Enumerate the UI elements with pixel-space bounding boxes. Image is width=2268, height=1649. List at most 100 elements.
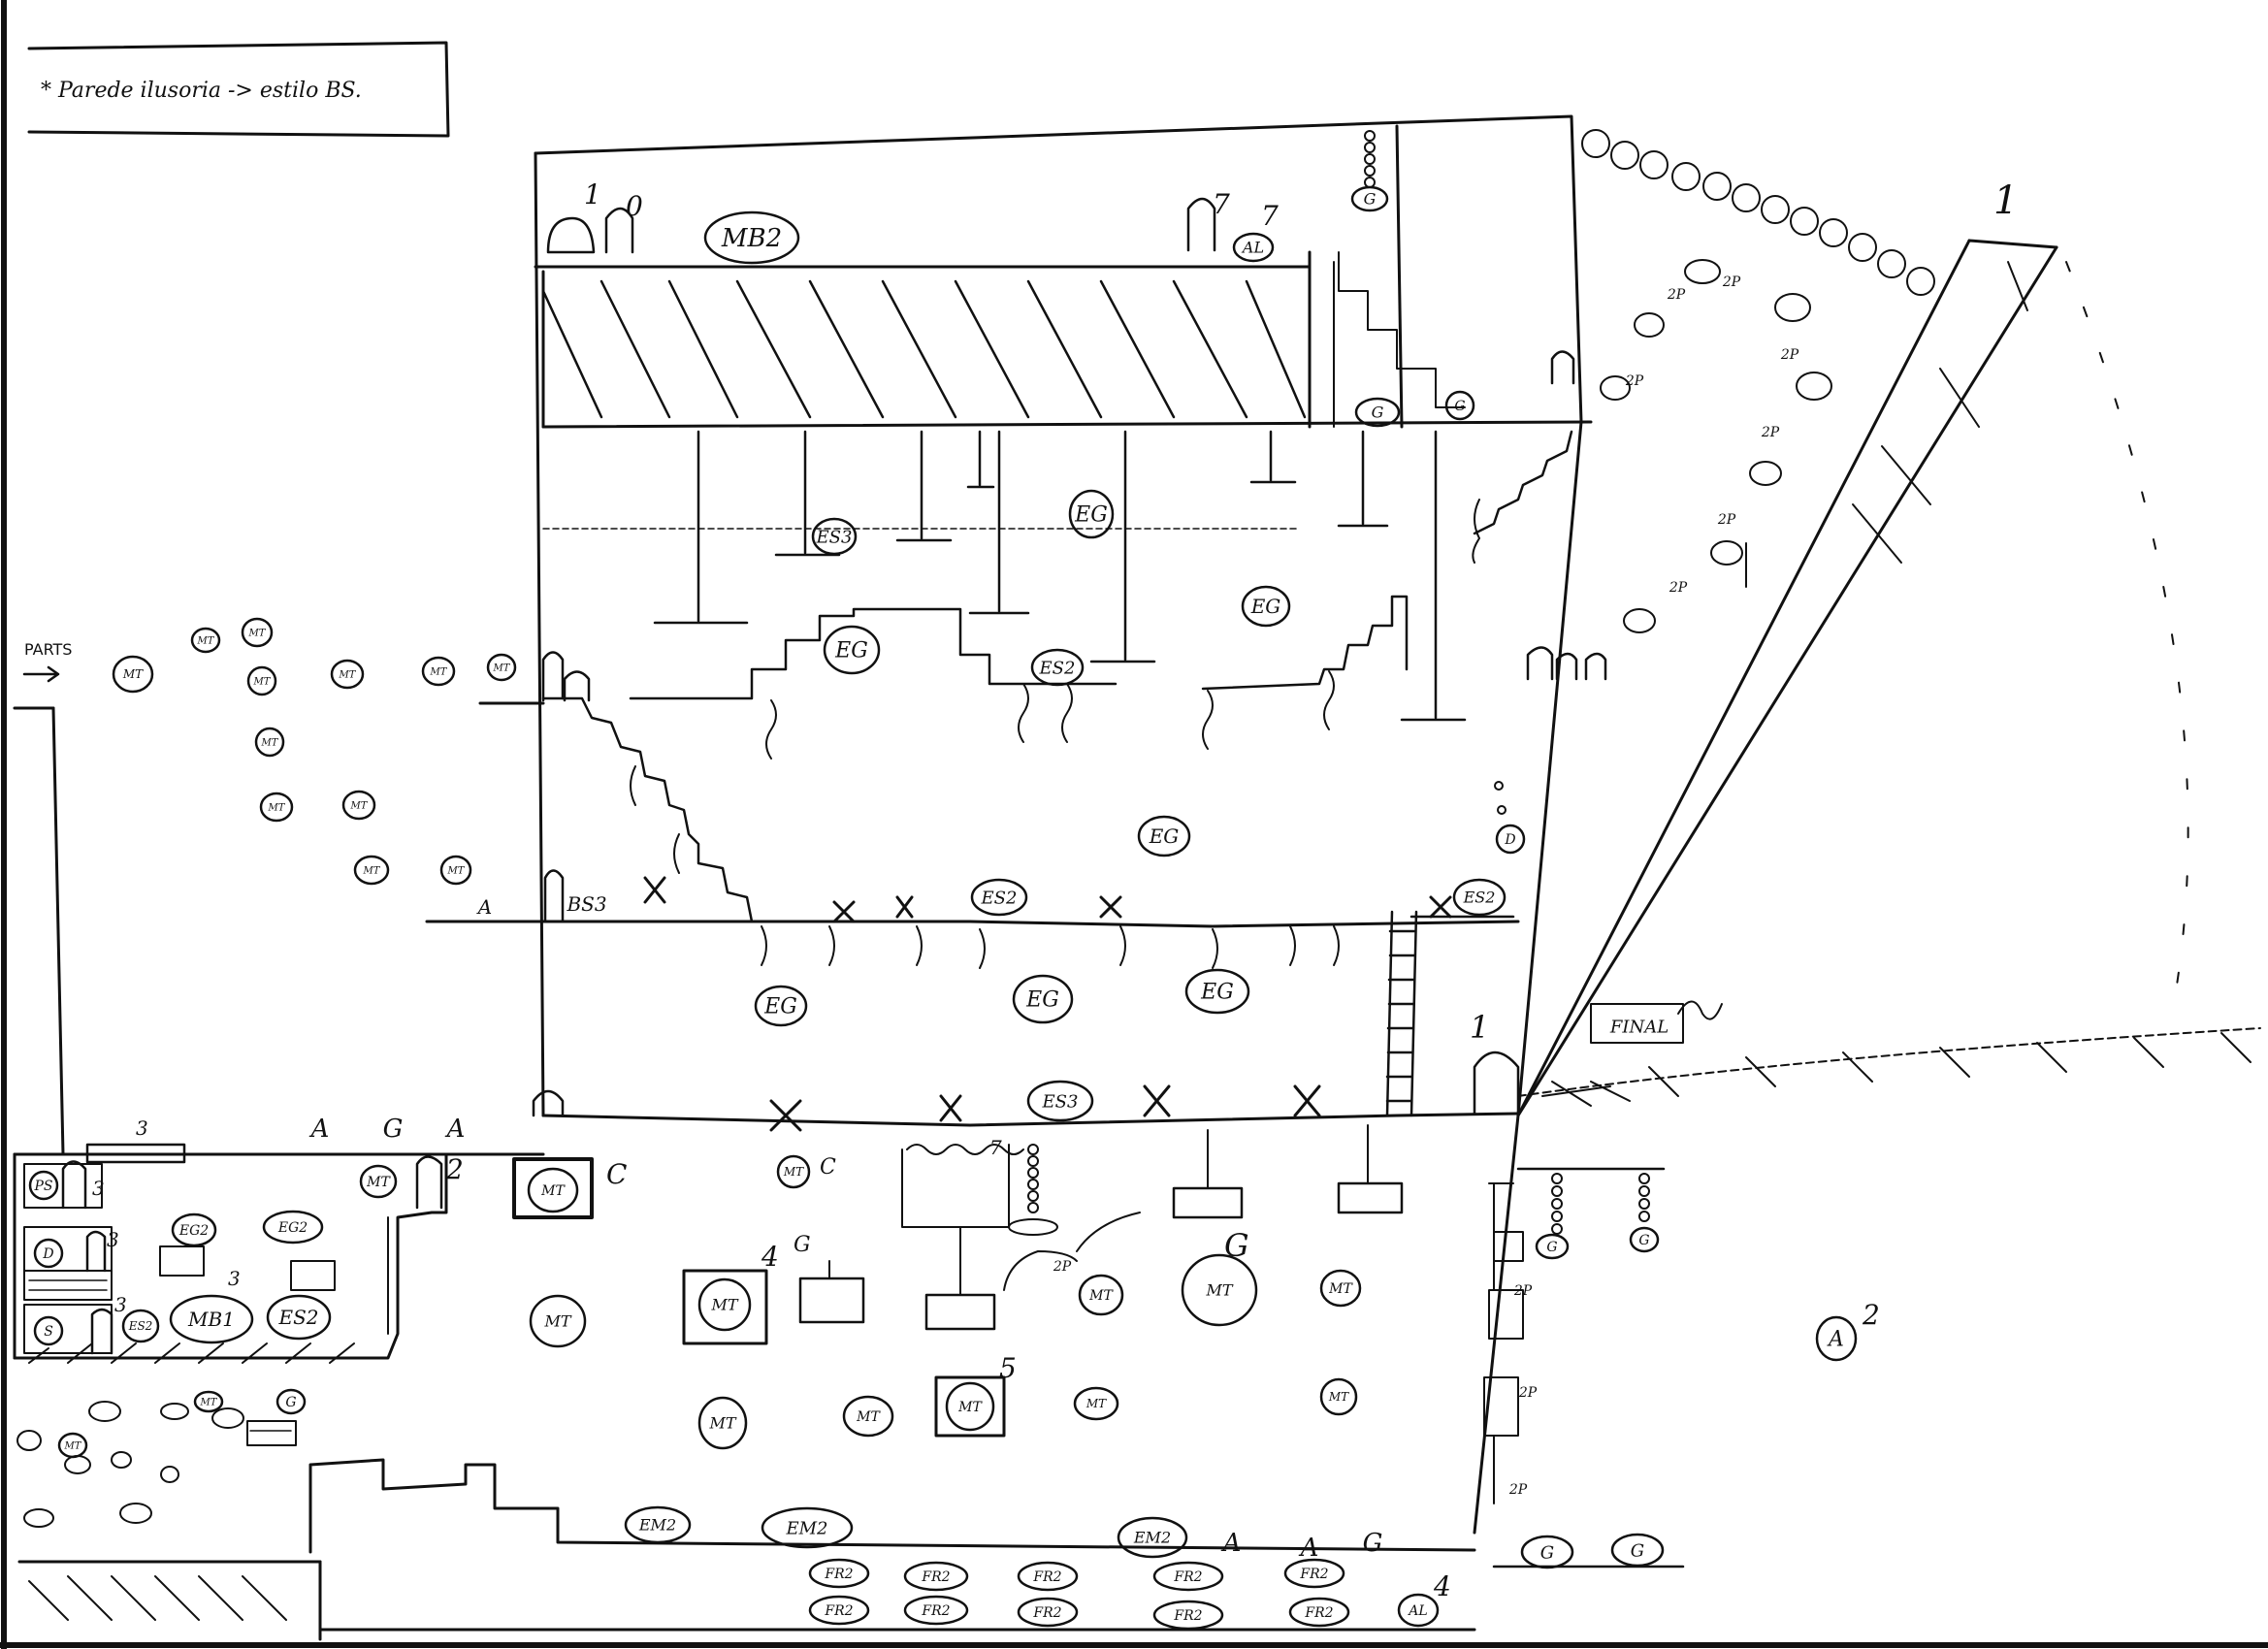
label-text: G	[1546, 1240, 1557, 1255]
map-label-a: A	[1817, 1317, 1856, 1360]
number-label: 3	[136, 1116, 148, 1140]
map-label-mt: MT	[256, 728, 283, 756]
number-label: 7	[989, 1136, 1002, 1159]
label-text: FR2	[824, 1567, 853, 1582]
map-label-mt: MT	[195, 1392, 222, 1411]
number-label: 2	[1862, 1299, 1880, 1331]
label-text: A	[1299, 1534, 1319, 1563]
label-text: 2P	[1508, 1482, 1528, 1498]
map-label-es2: ES2	[268, 1296, 330, 1339]
label-text: 2P	[1513, 1283, 1533, 1299]
label-text: MT	[268, 803, 286, 814]
label-text: MT	[783, 1165, 804, 1179]
map-label-fr2: FR2	[1154, 1601, 1222, 1629]
label-text: G	[1631, 1540, 1644, 1561]
label-text: 2P	[1761, 425, 1780, 440]
number-label: 0	[626, 190, 643, 222]
label-text: AL	[1407, 1603, 1427, 1619]
label-text: MT	[1205, 1281, 1233, 1300]
label-text: MT	[1085, 1397, 1107, 1410]
map-label-fr2: FR2	[1290, 1599, 1348, 1626]
label-text: MT	[197, 636, 215, 647]
map-label-mt: MT	[355, 857, 388, 884]
map-label-es3: ES3	[813, 519, 856, 554]
map-label-es2: ES2	[123, 1310, 158, 1342]
map-label-mb1: MB1	[171, 1296, 252, 1342]
map-label-em2: EM2	[762, 1508, 852, 1547]
number-annotations: 1 0 7 7 1 1 2 3 2 3 3 3 3 4 G 5 7 4 C C …	[92, 178, 2018, 1602]
number-label: 4	[761, 1241, 779, 1273]
number-label: 7	[1213, 188, 1230, 220]
number-label: 5	[999, 1352, 1017, 1384]
map-label-mt: MT	[192, 629, 219, 652]
map-label-s: S	[35, 1317, 62, 1344]
map-label-fr2: FR2	[1019, 1599, 1077, 1626]
number-label: 7	[1261, 200, 1279, 232]
label-text: MT	[493, 663, 511, 674]
label-text: FINAL	[1609, 1017, 1669, 1037]
label-text: G	[285, 1395, 296, 1410]
label-text: MT	[1328, 1390, 1349, 1404]
map-label-a: A	[476, 895, 492, 919]
map-label-eg: EG	[1139, 817, 1189, 856]
map-label-d: D	[35, 1240, 62, 1267]
label-text: MT	[339, 670, 357, 681]
label-text: MT	[253, 677, 272, 688]
map-label-g: G	[1352, 187, 1387, 210]
label-text: MT	[366, 1175, 391, 1190]
map-label-fr2: FR2	[1019, 1563, 1077, 1590]
map-label-mt: MT	[243, 619, 272, 646]
map-label-fr2: FR2	[810, 1597, 868, 1624]
label-text: A	[1827, 1328, 1844, 1352]
map-label-g: G	[1631, 1228, 1658, 1251]
label-text: EG	[1250, 595, 1281, 618]
hut-markers	[63, 199, 1605, 1353]
map-label-eg: EG	[1243, 587, 1289, 626]
label-text: EG2	[178, 1223, 209, 1239]
middle-section	[427, 422, 1581, 1125]
label-text: FR2	[1299, 1567, 1328, 1582]
map-label-two_p: 2P	[1717, 512, 1736, 528]
map-label-mt: MT	[1080, 1276, 1122, 1314]
map-label-ps: PS	[30, 1172, 57, 1199]
map-label-es2: ES2	[1454, 880, 1505, 915]
map-label-two_p: 2P	[1780, 347, 1799, 363]
map-label-two_p: 2P	[1669, 580, 1688, 596]
map-label-g: G	[1537, 1235, 1568, 1258]
label-text: MB1	[187, 1308, 235, 1331]
ladder	[1387, 912, 1416, 1116]
map-label-fr2: FR2	[810, 1560, 868, 1587]
map-label-es3: ES3	[1028, 1082, 1092, 1120]
label-text: 2P	[1667, 287, 1686, 303]
label-text: D	[42, 1246, 53, 1262]
label-text: EM2	[785, 1518, 827, 1538]
number-label: 1	[1470, 1009, 1489, 1046]
label-text: MT	[200, 1398, 218, 1408]
map-label-mt: MT	[1321, 1271, 1360, 1306]
label-text: FR2	[1032, 1569, 1061, 1585]
map-label-mt: MT	[778, 1156, 809, 1187]
map-label-mt: MT	[59, 1434, 86, 1457]
label-text: EM2	[638, 1516, 676, 1535]
label-text: FR2	[1032, 1605, 1061, 1621]
number-label: 3	[114, 1293, 127, 1316]
map-label-two_p: 2P	[1518, 1385, 1538, 1401]
map-label-em2: EM2	[626, 1507, 690, 1542]
label-text: EG	[1149, 824, 1180, 848]
label-text: FR2	[921, 1603, 950, 1619]
map-label-fr2: FR2	[1154, 1563, 1222, 1590]
map-label-a: A	[445, 1115, 466, 1144]
map-label-mt: MT	[844, 1397, 892, 1436]
map-label-eg: EG	[1070, 491, 1113, 537]
upper-building	[535, 116, 1591, 1116]
map-label-two_p: 2P	[1722, 275, 1741, 290]
label-text: EM2	[1133, 1529, 1171, 1547]
map-label-em2: EM2	[1118, 1518, 1186, 1557]
map-label-mt: MT	[699, 1398, 746, 1448]
number-label: 3	[107, 1228, 119, 1251]
label-text: G	[383, 1115, 404, 1144]
label-text: 2P	[1780, 347, 1799, 363]
label-text: G	[1363, 1529, 1383, 1558]
